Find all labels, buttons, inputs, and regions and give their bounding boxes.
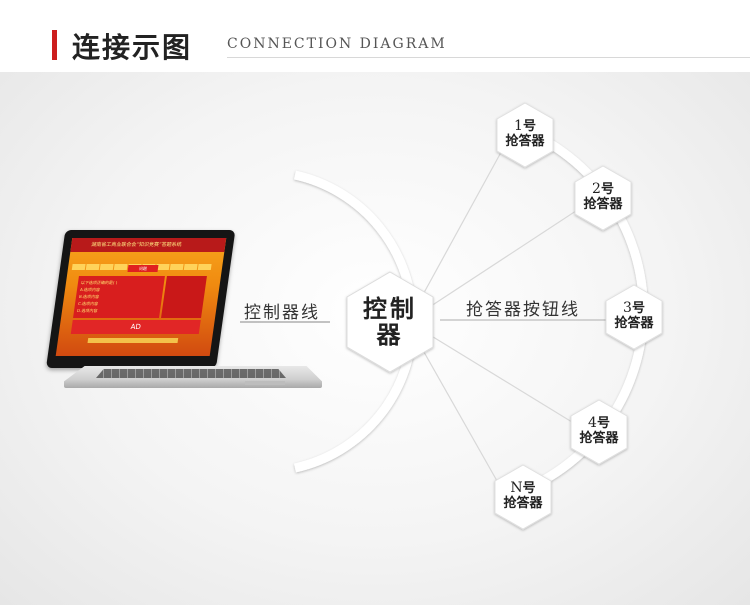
header: 连接示图 CONNECTION DIAGRAM [0,0,750,72]
node-3: 3号 抢答器 [599,300,669,332]
screen-tab [197,264,212,270]
screen-bottom-bar [87,338,179,343]
button-line-label: 抢答器按钮线 [466,300,580,320]
node-3-name: 抢答器 [614,316,654,331]
screen-tab [169,264,184,270]
node-3-suffix: 号 [631,301,645,316]
node-4-name: 抢答器 [579,431,619,446]
laptop-screen-frame: 湖南省工商业联合会“知识竞赛”答题系统 问题 以下选项正确的是( ) A.选项内… [46,230,236,368]
screen-question-panel: 以下选项正确的是( ) A.选项内容 B.选项内容 C.选项内容 D.选项内容 [73,276,165,318]
node-n: N号 抢答器 [488,480,558,512]
laptop-keyboard [96,369,286,378]
page-title: 连接示图 [72,31,193,64]
node-hex-n [494,464,552,530]
ray-1 [419,144,506,301]
node-4-suffix: 号 [596,416,610,431]
node-1-num: 1 [514,118,523,134]
node-2-num: 2 [592,181,601,197]
controller-label-line1: 控制 [363,295,417,323]
node-3-num: 3 [623,300,632,316]
node-1-suffix: 号 [522,119,536,134]
node-hex-2 [574,165,632,231]
screen-tab [183,264,198,270]
question-line: 以下选项正确的是( ) [80,280,118,285]
node-2-name: 抢答器 [583,197,623,212]
screen-tabs [71,255,220,270]
laptop-trackpad [245,381,285,385]
screen-tab [113,264,128,270]
screen-header: 湖南省工商业联合会“知识竞赛”答题系统 [70,238,227,252]
controller-hexagon [346,271,434,373]
screen-ad-banner: AD [70,320,201,334]
ray-4 [424,331,586,431]
question-line: D.选项内容 [76,308,98,313]
page-subtitle: CONNECTION DIAGRAM [227,36,447,52]
controller-label-line2: 器 [376,321,404,349]
node-n-num: N [510,480,523,496]
node-hex-3 [605,284,663,350]
node-n-suffix: 号 [522,481,536,496]
screen-tab [99,264,114,270]
laptop-screen: 湖南省工商业联合会“知识竞赛”答题系统 问题 以下选项正确的是( ) A.选项内… [55,238,227,356]
screen-tab [85,264,100,270]
node-hex-1 [496,102,554,168]
screen-question-label: 问题 [127,265,159,272]
header-divider [227,57,750,58]
node-n-name: 抢答器 [503,496,543,511]
node-4-num: 4 [588,415,597,431]
ray-5 [419,344,506,496]
question-line: C.选项内容 [77,301,99,306]
laptop: 湖南省工商业联合会“知识竞赛”答题系统 问题 以下选项正确的是( ) A.选项内… [40,230,330,400]
node-2-suffix: 号 [600,182,614,197]
screen-tab [71,264,86,270]
controller-line-label: 控制器线 [244,303,320,323]
header-accent-bar [52,30,57,60]
question-line: A.选项内容 [79,287,101,292]
screen-side-panel [161,276,207,318]
node-2: 2号 抢答器 [568,181,638,213]
node-1-name: 抢答器 [505,134,545,149]
node-4: 4号 抢答器 [564,415,634,447]
screen-title: 湖南省工商业联合会“知识竞赛”答题系统 [90,242,182,248]
controller-label: 控制 器 [340,296,440,348]
ray-2 [424,204,586,311]
question-line: B.选项内容 [78,294,100,299]
node-1: 1号 抢答器 [490,118,560,150]
screen-question-text: 以下选项正确的是( ) A.选项内容 B.选项内容 C.选项内容 D.选项内容 [77,279,118,314]
node-hex-4 [570,399,628,465]
